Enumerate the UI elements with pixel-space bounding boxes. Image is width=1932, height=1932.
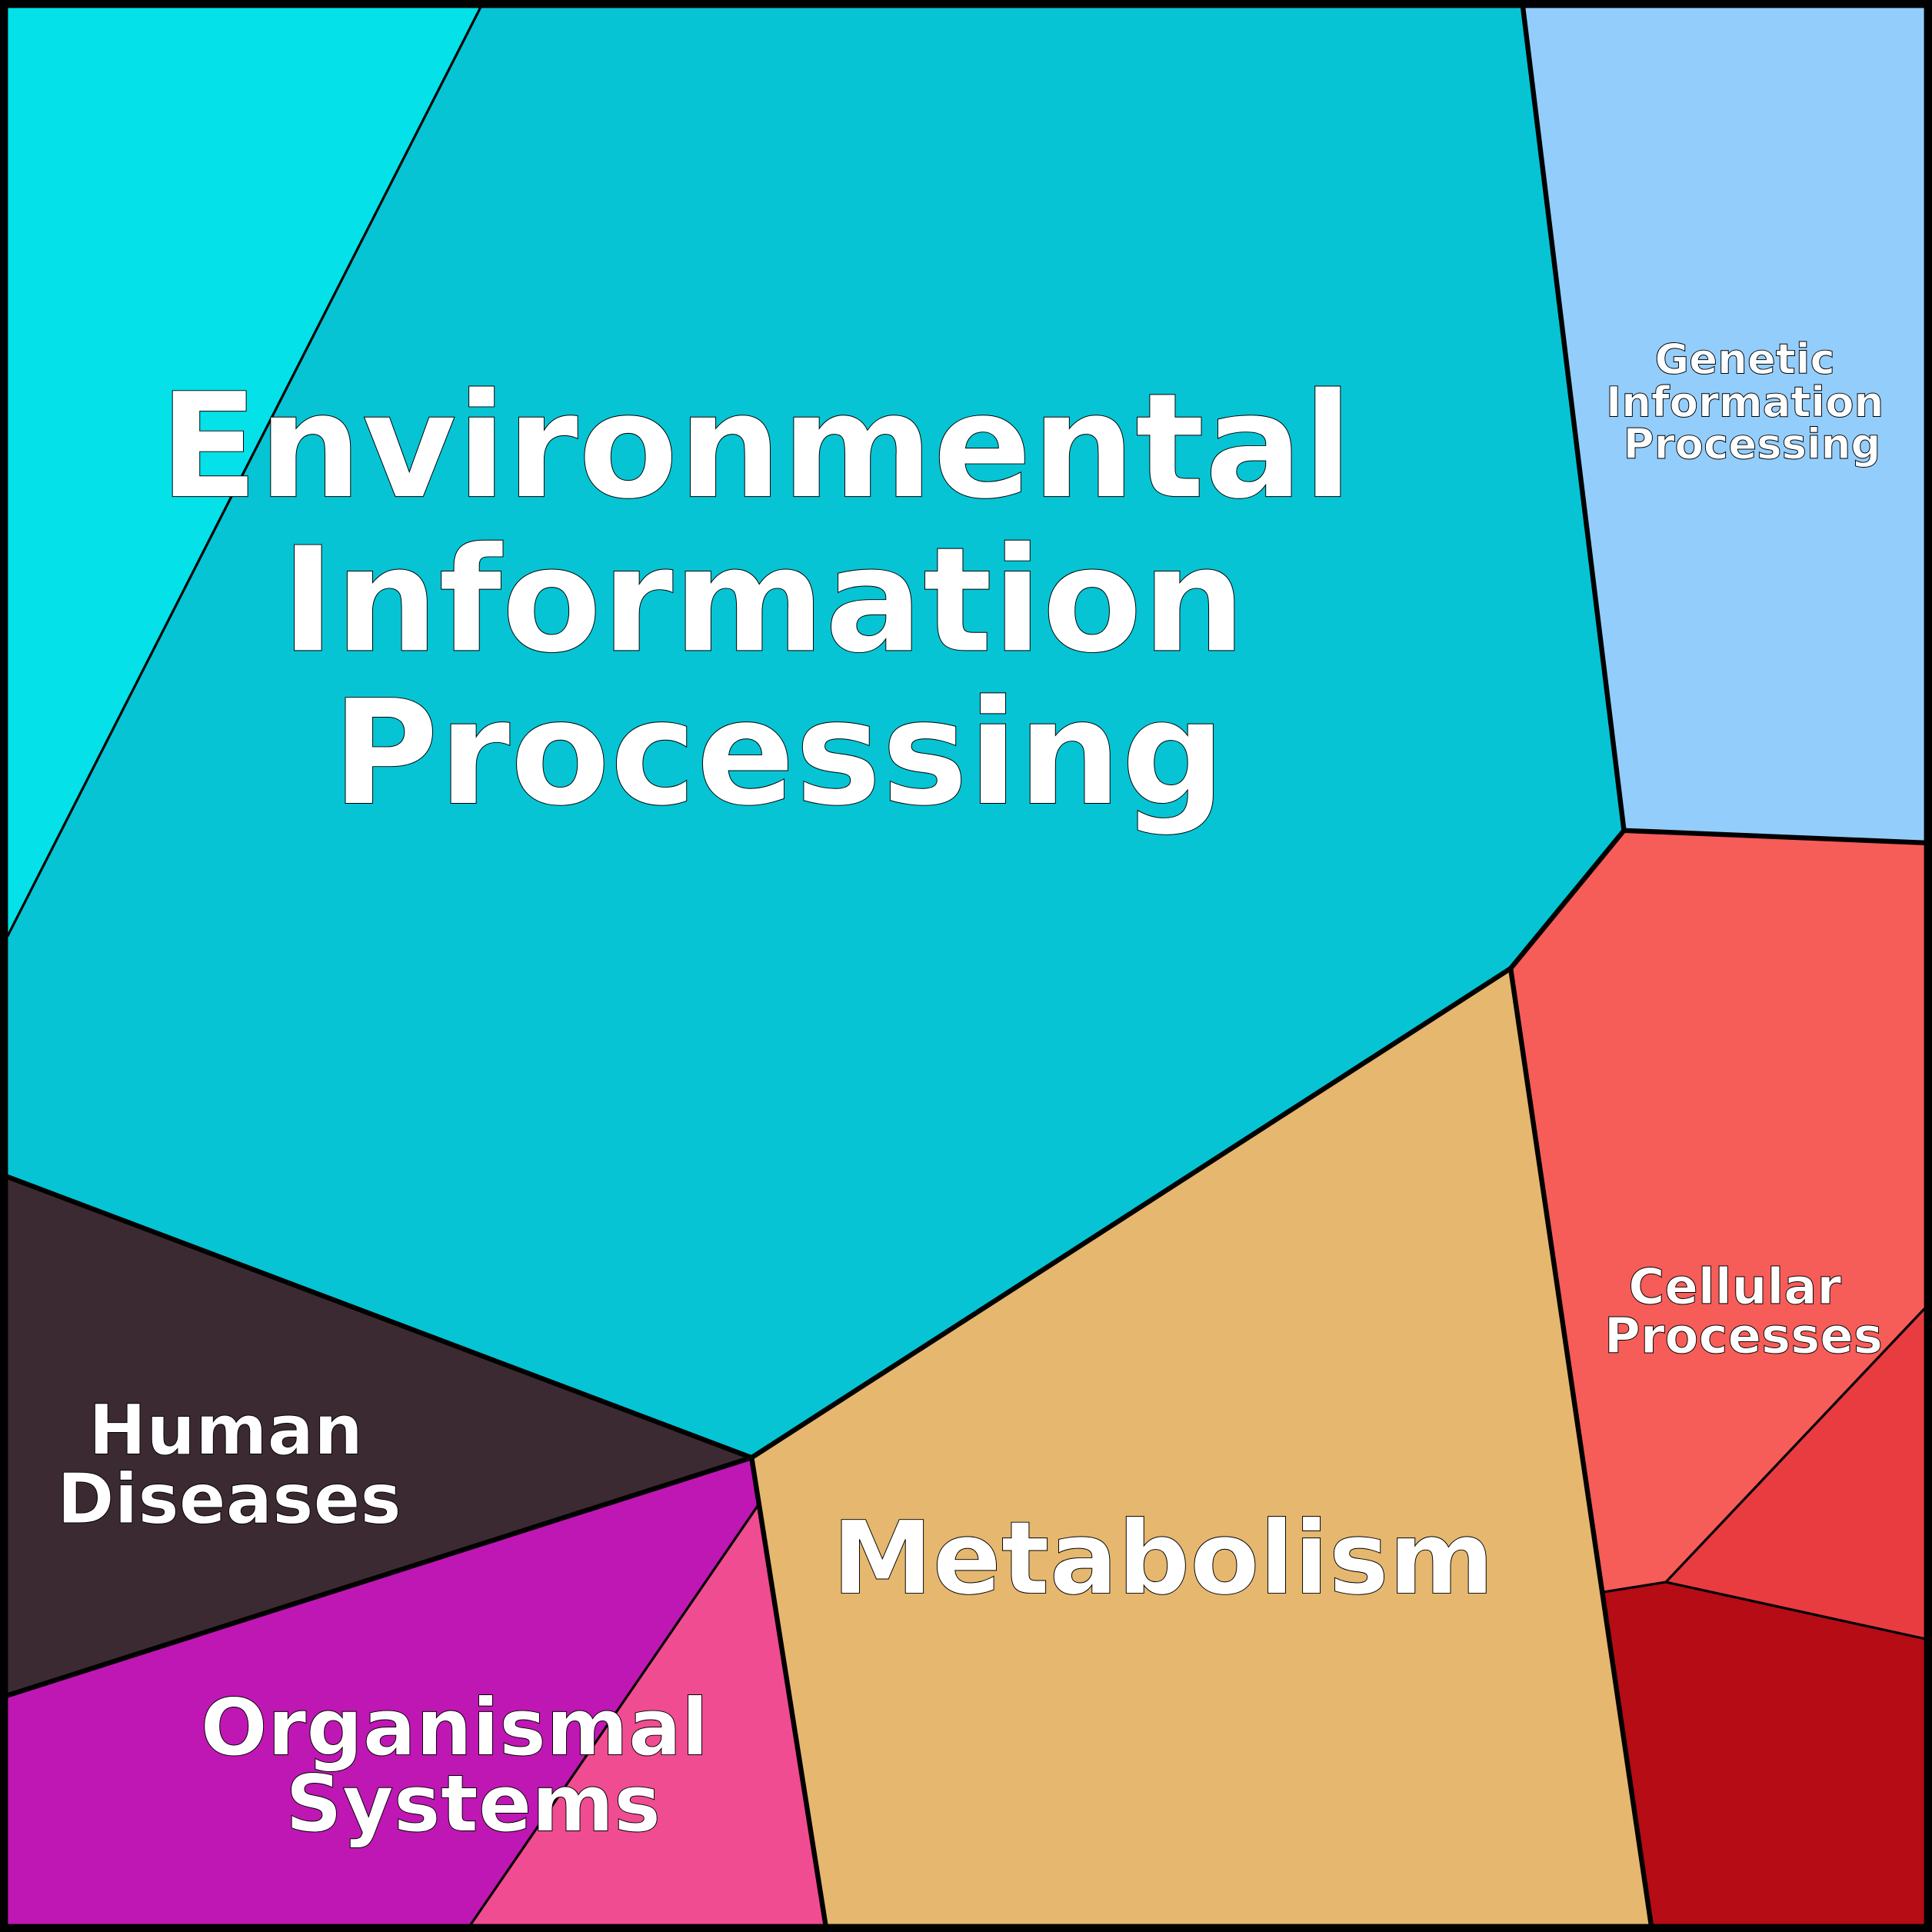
cell-organismal-sub-1 [470,1505,826,1925]
cell-metabolism [751,968,1651,1925]
cell-environmental-information-processing [7,7,1624,1458]
sub-border [1604,1581,1667,1594]
cell-organismal-systems [7,1457,758,1925]
label-genetic: Genetic Information Processing [1606,334,1898,468]
sub-border [469,1504,759,1926]
label-organismal: Organismal Systems [201,1682,736,1850]
label-cellular: Cellular Processes [1604,1259,1883,1365]
cell-genetic-information-processing [1523,7,1925,843]
border [749,1457,828,1925]
cell-cellular-sub-1 [1665,1308,1925,1639]
label-human-diseases: Human Diseases [57,1391,401,1540]
border [6,1455,753,1698]
border [1507,968,1654,1925]
label-metabolism: Metabolism [832,1499,1494,1617]
sub-border [6,6,482,938]
cell-cellular-processes [1511,830,1925,1592]
border [1624,828,1925,845]
cell-human-diseases [7,1176,752,1696]
label-environmental: Environmental Information Processing [159,362,1404,838]
cell-cellular-sub-2 [1604,1582,1925,1925]
